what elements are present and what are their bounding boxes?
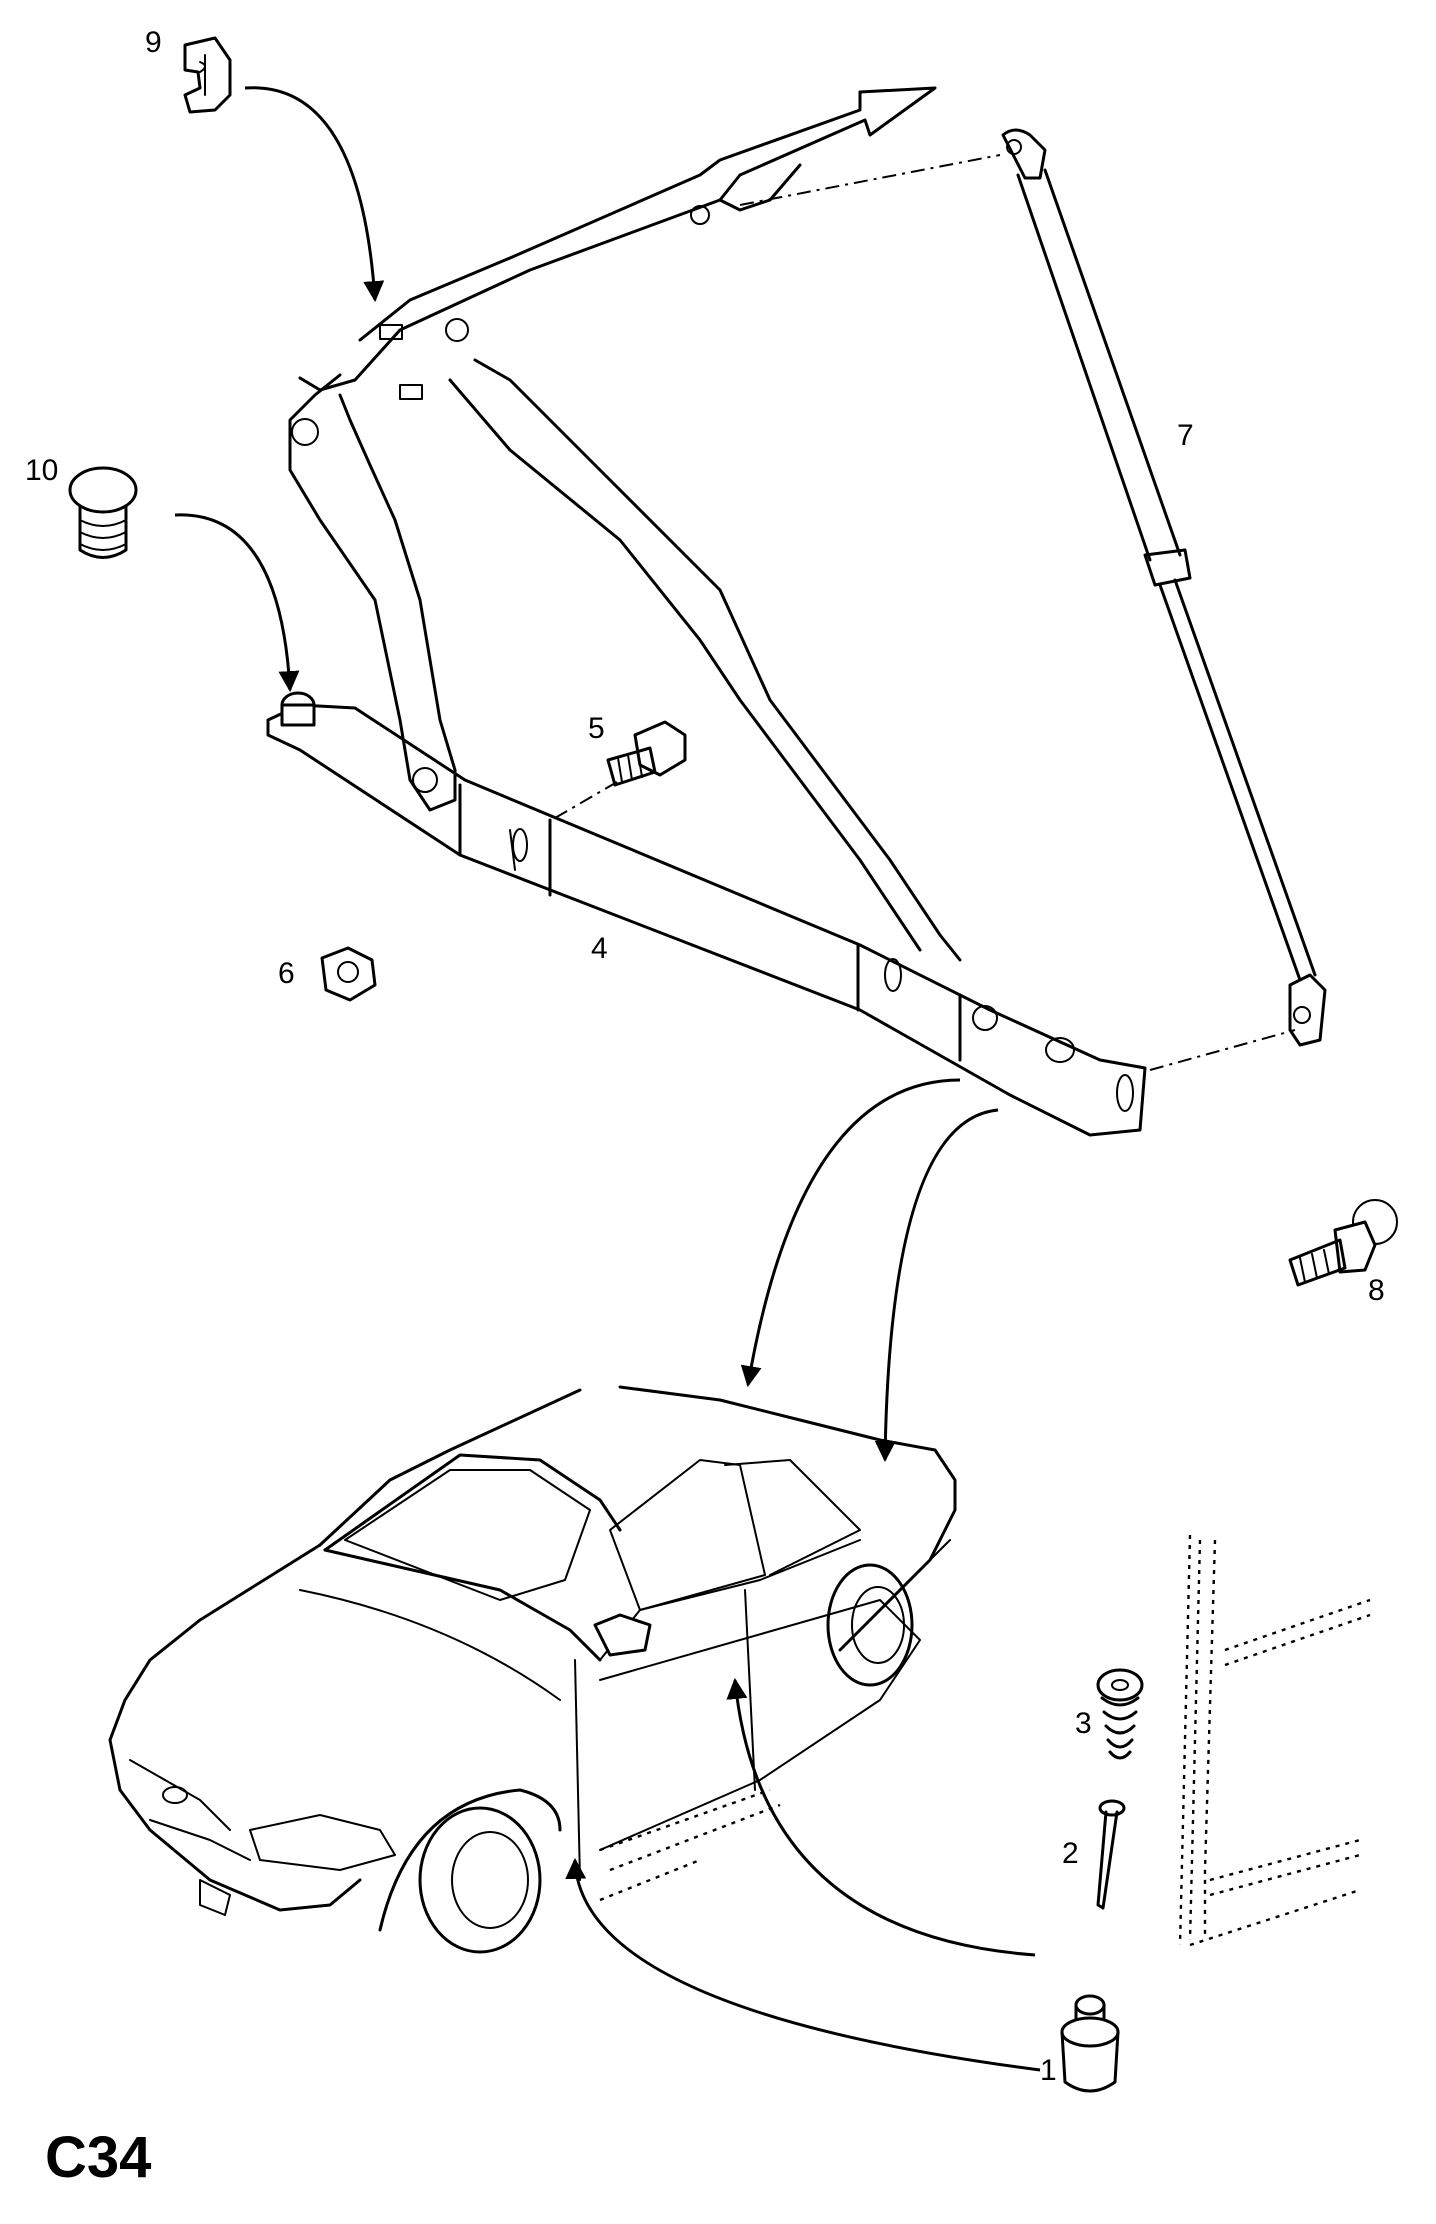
- leader-arrow: [874, 1108, 999, 1463]
- leader-arrow: [174, 513, 300, 693]
- callout-9: 9: [145, 26, 162, 59]
- dash-dot-line: [554, 781, 618, 819]
- callout-4: 4: [591, 932, 608, 965]
- clip-part-9: [183, 36, 232, 114]
- callout-7: 7: [1177, 419, 1194, 452]
- car-illustration: [108, 1385, 957, 1954]
- callout-6: 6: [278, 957, 295, 990]
- nut-part-6: [320, 946, 377, 1002]
- callout-1: 1: [1040, 2054, 1057, 2087]
- dash-dot-line: [1149, 1029, 1296, 1071]
- dash-dot-line: [739, 154, 1001, 206]
- hinge-assembly: [266, 86, 1147, 1137]
- leader-arrow: [565, 1857, 1041, 2072]
- page-code: C34: [45, 2125, 151, 2190]
- stop-part-1: [1060, 1994, 1120, 2093]
- ball-stud-part-8: [1288, 1199, 1398, 1287]
- dotted-frame: [1178, 1534, 1371, 1947]
- leader-arrow: [740, 1078, 961, 1388]
- callout-2: 2: [1062, 1837, 1079, 1870]
- buffer-part-3: [1096, 1668, 1144, 1760]
- plug-part-10: [68, 466, 138, 559]
- callout-3: 3: [1075, 1707, 1092, 1740]
- leader-arrow: [726, 1677, 1036, 1957]
- bolt-part-5: [606, 720, 687, 787]
- callout-5: 5: [588, 712, 605, 745]
- callout-10: 10: [25, 454, 58, 487]
- callout-8: 8: [1368, 1274, 1385, 1307]
- leader-arrow: [244, 86, 385, 303]
- pin-part-2: [1096, 1799, 1126, 1910]
- gas-strut: [1001, 128, 1327, 1047]
